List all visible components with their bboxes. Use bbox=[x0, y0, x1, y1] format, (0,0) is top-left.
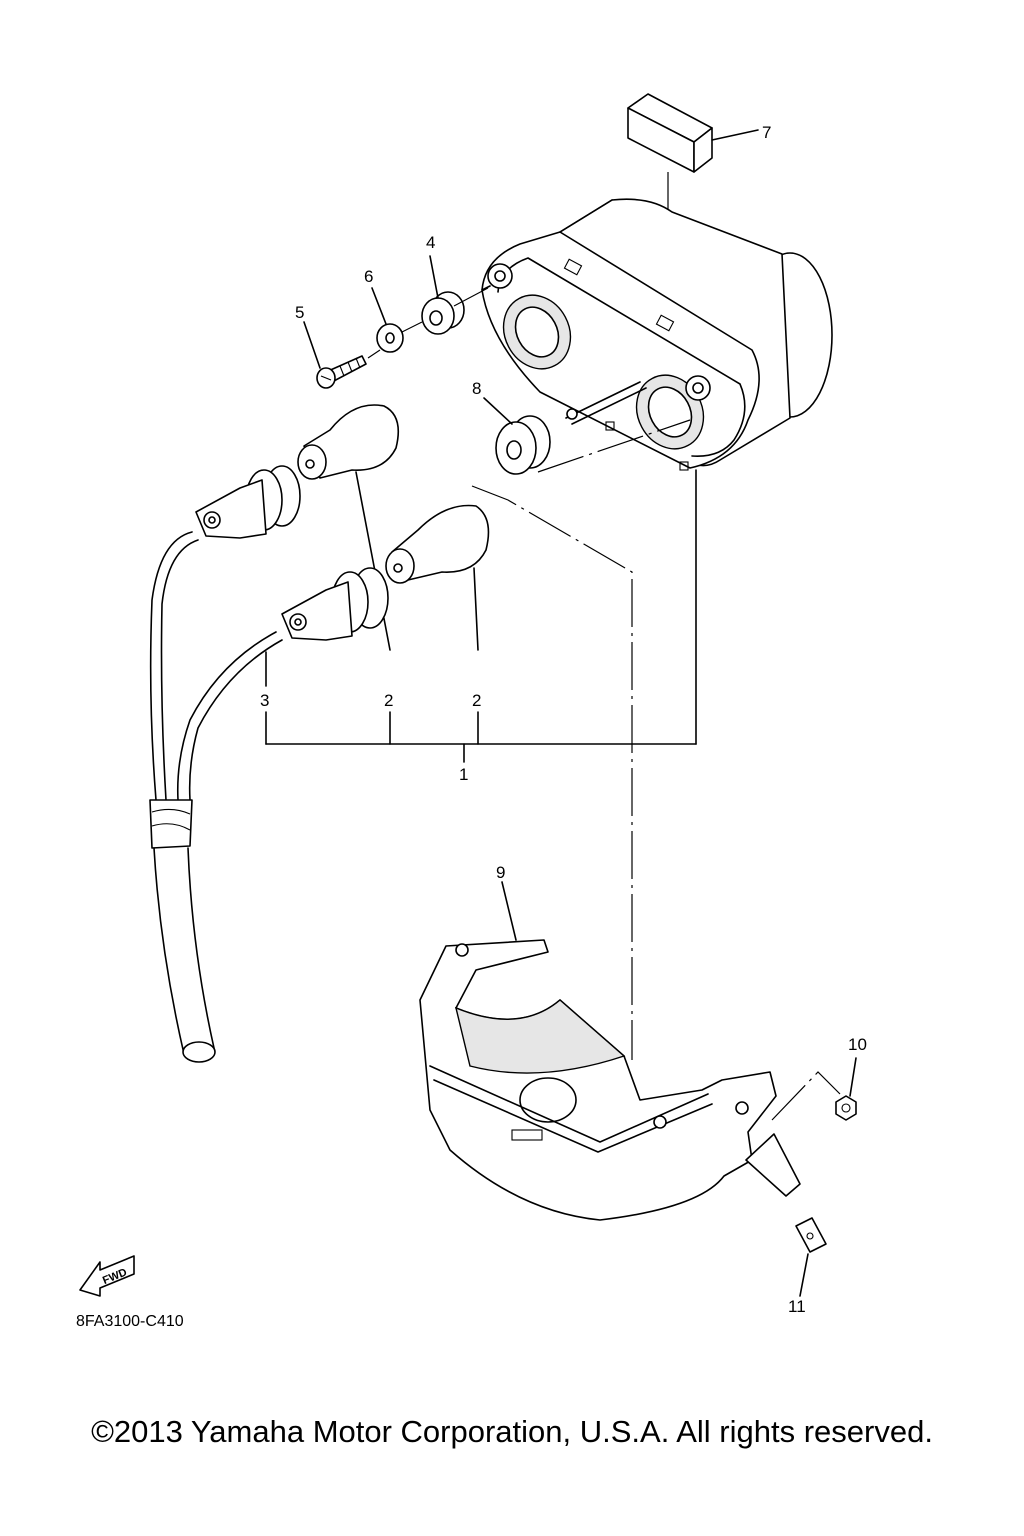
exploded-view: FWD 4 6 5 7 8 3 2 2 1 9 10 11 8FA3100-C4… bbox=[76, 93, 867, 1330]
label-part-1: 1 bbox=[459, 765, 468, 784]
label-part-8: 8 bbox=[472, 379, 481, 398]
part-3-socket-lower bbox=[281, 567, 389, 641]
axis-6 bbox=[401, 321, 423, 333]
label-part-2a: 2 bbox=[384, 691, 393, 710]
label-part-3: 3 bbox=[260, 691, 269, 710]
part-2-bulb-lower bbox=[385, 504, 490, 651]
part-4-grommet bbox=[421, 255, 465, 335]
label-part-2b: 2 bbox=[472, 691, 481, 710]
diagram-code: 8FA3100-C410 bbox=[76, 1313, 184, 1330]
part-11-clip bbox=[795, 1217, 827, 1297]
part-5-screw bbox=[303, 321, 367, 389]
part-3-socket-upper bbox=[195, 465, 301, 539]
axis-housing bbox=[537, 419, 691, 473]
part-6-washer bbox=[371, 287, 404, 353]
axis-cover bbox=[471, 485, 633, 1060]
part-8-grommet bbox=[483, 397, 551, 475]
part-7-foam-block bbox=[627, 93, 759, 173]
group-bracket bbox=[265, 469, 697, 763]
axis-5 bbox=[367, 349, 381, 359]
wire-harness bbox=[149, 531, 283, 1063]
part-9-lower-cover bbox=[419, 881, 801, 1221]
part-10-nut bbox=[835, 1057, 857, 1121]
axis-4 bbox=[453, 287, 489, 307]
fwd-direction-icon: FWD bbox=[79, 1255, 135, 1297]
label-part-5: 5 bbox=[295, 303, 304, 322]
label-part-10: 10 bbox=[848, 1035, 867, 1054]
part-2-bulb-upper bbox=[297, 404, 400, 651]
copyright-notice: ©2013 Yamaha Motor Corporation, U.S.A. A… bbox=[91, 1414, 933, 1449]
label-part-7: 7 bbox=[762, 123, 771, 142]
label-part-4: 4 bbox=[426, 233, 435, 252]
label-part-6: 6 bbox=[364, 267, 373, 286]
label-part-11: 11 bbox=[788, 1297, 806, 1316]
axis-10 bbox=[771, 1071, 841, 1121]
label-part-9: 9 bbox=[496, 863, 505, 882]
lamp-housing bbox=[481, 198, 833, 471]
